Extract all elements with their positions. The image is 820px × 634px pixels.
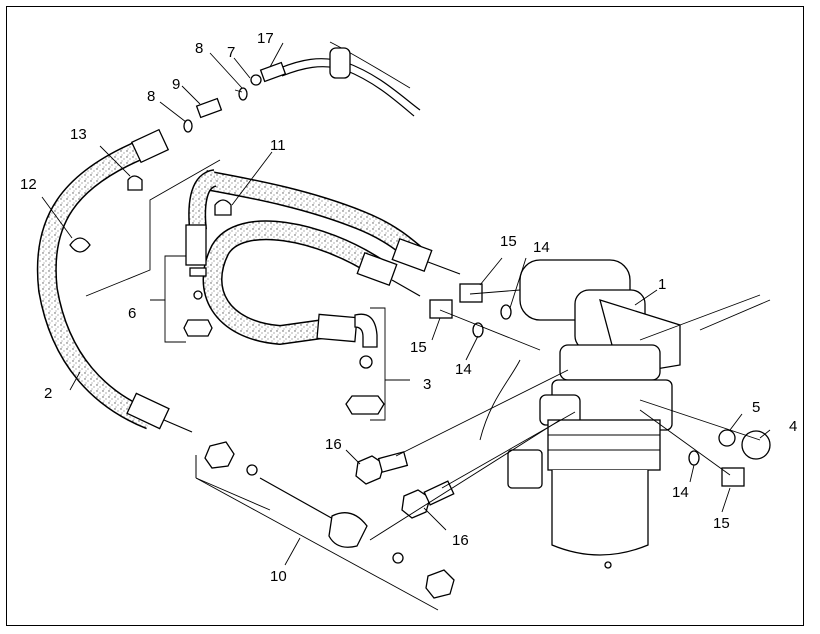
callout-8a: 8 <box>195 40 203 57</box>
callout-7: 7 <box>227 44 235 61</box>
plug-4 <box>741 430 771 460</box>
callout-17: 17 <box>257 30 274 47</box>
callout-14c: 14 <box>672 484 689 501</box>
callout-15b: 15 <box>410 339 427 356</box>
callout-4: 4 <box>789 418 797 435</box>
part-7 <box>250 74 262 86</box>
hose-lower-loop <box>202 220 384 346</box>
callout-10: 10 <box>270 568 287 585</box>
hose-fittings <box>126 128 461 433</box>
callout-14a: 14 <box>533 239 550 256</box>
callout-15c: 15 <box>713 515 730 532</box>
gasket-5 <box>718 429 736 447</box>
tube-bracket <box>329 47 351 79</box>
clips <box>69 175 232 253</box>
callout-labels: 1 2 3 4 5 6 7 8 8 9 10 11 12 13 14 14 14… <box>20 30 797 585</box>
clip-13 <box>127 175 143 191</box>
hose-2 <box>36 140 154 430</box>
hose-short <box>188 169 218 231</box>
callout-11: 11 <box>270 137 286 154</box>
callout-9: 9 <box>172 76 180 93</box>
callout-2: 2 <box>44 385 52 402</box>
callout-12: 12 <box>20 176 37 193</box>
upper-tube-assembly <box>183 41 421 133</box>
callout-16a: 16 <box>325 436 342 453</box>
pump-fittings <box>429 283 512 338</box>
part-17 <box>259 61 287 83</box>
clip-11 <box>214 199 232 216</box>
lower-right-parts <box>688 429 771 487</box>
callout-13: 13 <box>70 126 87 143</box>
bolts-16 <box>355 451 455 519</box>
callout-5: 5 <box>752 399 760 416</box>
fitting-15c <box>721 467 745 487</box>
callout-1: 1 <box>658 276 666 293</box>
part-10-assembly <box>204 441 455 599</box>
part-8a <box>238 87 248 101</box>
callout-14b: 14 <box>455 361 472 378</box>
part-6-stack <box>183 267 213 337</box>
connector <box>507 449 543 489</box>
filter-pump-assembly-1 <box>479 259 681 569</box>
callout-15a: 15 <box>500 233 517 250</box>
part-8b <box>183 119 193 133</box>
filter-head <box>559 344 661 381</box>
clip-12 <box>69 237 91 253</box>
elbow-fitting-3 <box>345 313 385 415</box>
part-9 <box>195 97 223 119</box>
leader-lines <box>41 42 771 611</box>
filter-bowl-ribs <box>547 419 661 471</box>
filter-element <box>551 470 649 556</box>
washer-14c <box>688 450 700 466</box>
callout-16b: 16 <box>452 532 469 549</box>
callout-6: 6 <box>128 305 136 322</box>
callout-3: 3 <box>423 376 431 393</box>
callout-8b: 8 <box>147 88 155 105</box>
diagram-frame <box>6 6 804 626</box>
